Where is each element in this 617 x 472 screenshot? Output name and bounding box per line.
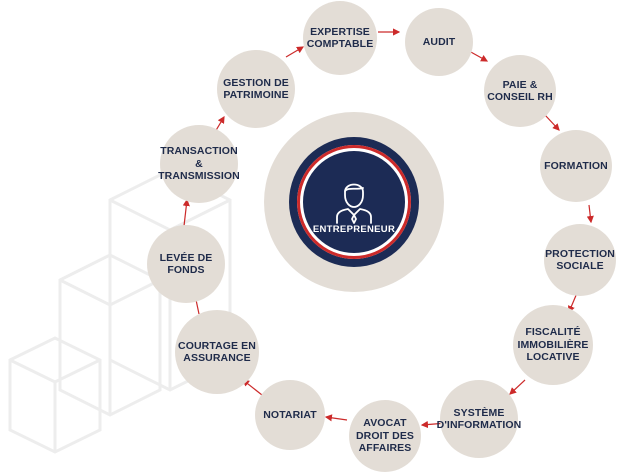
- node-label: SYSTÈME D'INFORMATION: [436, 406, 522, 432]
- arrow-avocat-notariat: [324, 414, 348, 422]
- node-fiscalite-immobiliere: FISCALITÉ IMMOBILIÈRE LOCATIVE: [513, 305, 593, 385]
- node-label: PAIE & CONSEIL RH: [487, 78, 553, 104]
- node-label: LEVÉE DE FONDS: [159, 251, 213, 277]
- node-label: AVOCAT DROIT DES AFFAIRES: [355, 417, 415, 455]
- arrow-formation-protection: [586, 204, 594, 224]
- arrow-audit-paie: [468, 50, 489, 62]
- node-label: GESTION DE PATRIMOINE: [223, 76, 289, 102]
- arrow-paie-formation: [544, 114, 560, 131]
- arrow-fiscalite-systeme: [509, 379, 526, 395]
- node-notariat: NOTARIAT: [255, 380, 325, 450]
- node-formation: FORMATION: [540, 130, 612, 202]
- node-expertise-comptable: EXPERTISE COMPTABLE: [303, 1, 377, 75]
- businessman-icon: [336, 183, 372, 224]
- node-protection-sociale: PROTECTION SOCIALE: [544, 224, 616, 296]
- node-avocat-droit-affaires: AVOCAT DROIT DES AFFAIRES: [349, 400, 421, 472]
- arrow-notariat-courtage: [242, 379, 263, 396]
- node-label: TRANSACTION & TRANSMISSION: [158, 145, 240, 183]
- center-navy-circle: [289, 137, 419, 267]
- node-label: NOTARIAT: [263, 408, 317, 421]
- arrow-levee-transaction: [182, 198, 190, 227]
- node-paie-conseil-rh: PAIE & CONSEIL RH: [484, 55, 556, 127]
- node-courtage-assurance: COURTAGE EN ASSURANCE: [175, 310, 259, 394]
- node-label: FISCALITÉ IMMOBILIÈRE LOCATIVE: [517, 326, 589, 364]
- node-audit: AUDIT: [405, 8, 473, 76]
- node-label: FORMATION: [544, 159, 608, 172]
- node-gestion-patrimoine: GESTION DE PATRIMOINE: [217, 50, 295, 128]
- node-transaction-transmission: TRANSACTION & TRANSMISSION: [158, 125, 240, 203]
- arrow-gestion-expertise: [285, 46, 305, 58]
- node-label: AUDIT: [422, 35, 456, 48]
- node-systeme-information: SYSTÈME D'INFORMATION: [437, 380, 521, 458]
- node-label: EXPERTISE COMPTABLE: [306, 25, 374, 51]
- node-label: PROTECTION SOCIALE: [545, 247, 615, 273]
- center-label: ENTREPRENEUR: [312, 224, 396, 235]
- node-label: COURTAGE EN ASSURANCE: [178, 339, 256, 365]
- node-levee-fonds: LEVÉE DE FONDS: [147, 225, 225, 303]
